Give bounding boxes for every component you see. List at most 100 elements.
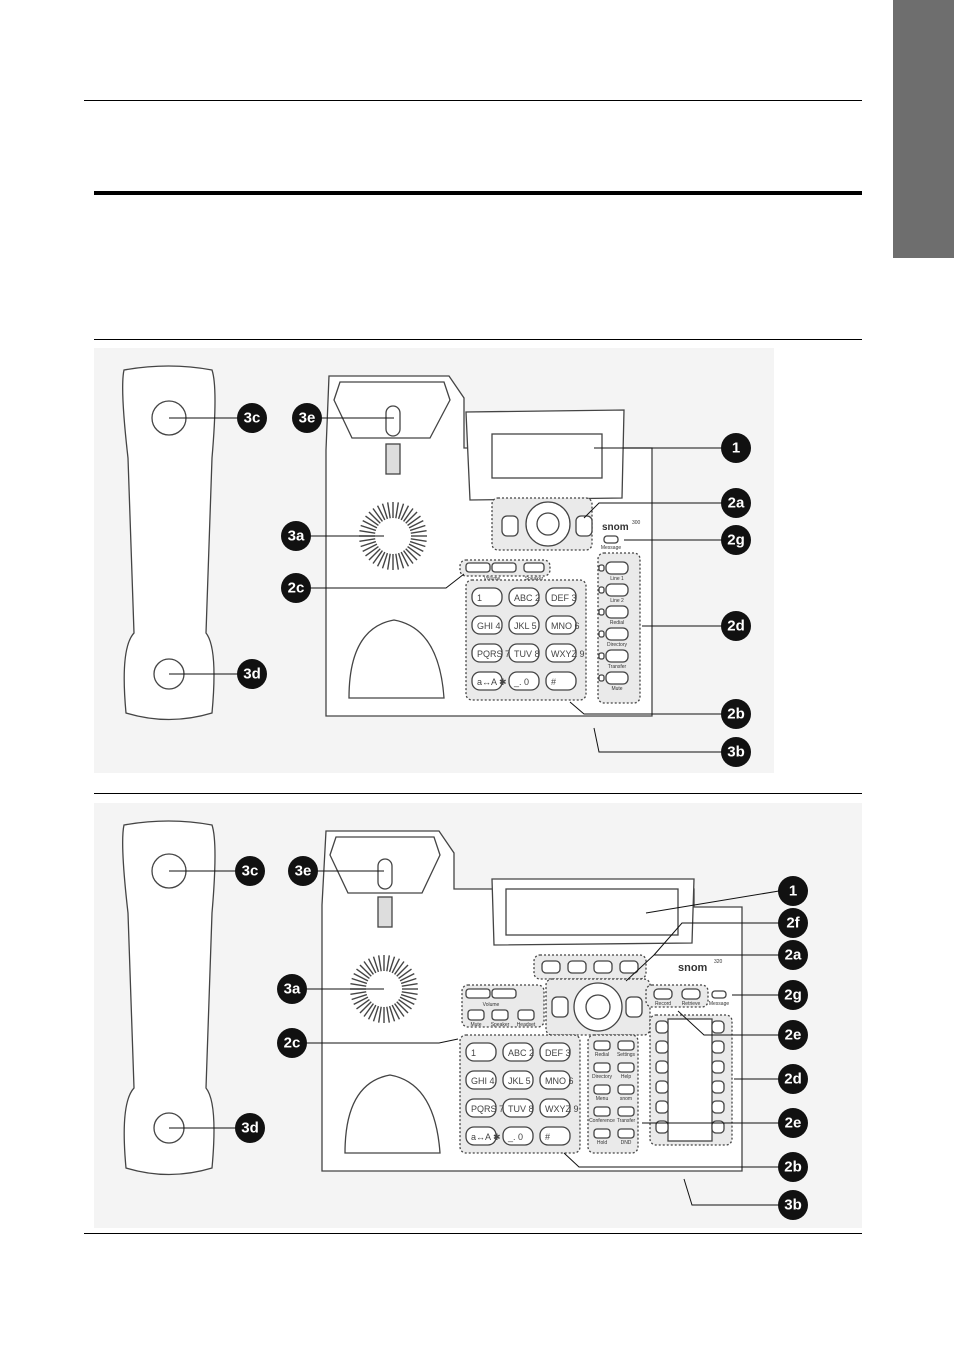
ok-key[interactable] bbox=[625, 996, 643, 1018]
cancel-key[interactable] bbox=[501, 515, 519, 537]
line-key-right[interactable] bbox=[711, 1040, 725, 1054]
svg-text:2b: 2b bbox=[727, 706, 745, 723]
keypad-key[interactable] bbox=[502, 1126, 534, 1146]
function-key-label: Directory bbox=[592, 1074, 613, 1080]
keypad-key[interactable] bbox=[539, 1126, 571, 1146]
keypad-key[interactable] bbox=[545, 643, 577, 663]
volume-up-key[interactable] bbox=[491, 988, 517, 999]
function-key-settings[interactable] bbox=[617, 1040, 635, 1051]
keypad-key[interactable] bbox=[508, 671, 540, 691]
keypad-key[interactable] bbox=[465, 1070, 497, 1090]
figure1-top-rule bbox=[94, 339, 862, 340]
softkey-3[interactable] bbox=[593, 960, 613, 974]
function-key-label: Help bbox=[621, 1074, 632, 1080]
keypad-panel bbox=[459, 1034, 581, 1154]
keypad-key[interactable] bbox=[539, 1098, 571, 1118]
callout-2g: 2g bbox=[721, 525, 751, 555]
function-key-mute[interactable] bbox=[605, 671, 629, 685]
callout-2a: 2a bbox=[778, 940, 808, 970]
keypad-key[interactable] bbox=[539, 1070, 571, 1090]
keypad-key[interactable] bbox=[502, 1098, 534, 1118]
function-key-conference[interactable] bbox=[593, 1106, 611, 1117]
keypad-key[interactable] bbox=[471, 615, 503, 635]
volume-down-key[interactable] bbox=[465, 562, 491, 573]
line-key-right[interactable] bbox=[711, 1100, 725, 1114]
svg-text:3b: 3b bbox=[727, 744, 745, 761]
keypad-key[interactable] bbox=[502, 1042, 534, 1062]
svg-text:3c: 3c bbox=[242, 863, 259, 880]
line-key-right[interactable] bbox=[711, 1020, 725, 1034]
header-rule-thin bbox=[84, 100, 862, 101]
function-key-line-2[interactable] bbox=[605, 583, 629, 597]
callout-2b: 2b bbox=[721, 699, 751, 729]
keypad-key[interactable] bbox=[471, 643, 503, 663]
function-key-label: Redial bbox=[610, 620, 624, 626]
line-key-left[interactable] bbox=[655, 1060, 669, 1074]
line-key-right[interactable] bbox=[711, 1060, 725, 1074]
softkey-4[interactable] bbox=[619, 960, 639, 974]
line-led bbox=[598, 586, 605, 594]
keypad-key[interactable] bbox=[508, 643, 540, 663]
line-key-left[interactable] bbox=[655, 1080, 669, 1094]
keypad-key-label: DEF 3 bbox=[545, 1048, 571, 1058]
function-key-directory[interactable] bbox=[605, 627, 629, 641]
keypad-key[interactable] bbox=[539, 1042, 571, 1062]
keypad-key[interactable] bbox=[465, 1126, 497, 1146]
line-key-left[interactable] bbox=[655, 1100, 669, 1114]
function-key-redial[interactable] bbox=[593, 1040, 611, 1051]
ok-key[interactable] bbox=[575, 515, 593, 537]
retrieve-key[interactable] bbox=[681, 988, 701, 1000]
function-key-line-1[interactable] bbox=[605, 561, 629, 575]
keypad-key[interactable] bbox=[545, 587, 577, 607]
keypad-key[interactable] bbox=[508, 615, 540, 635]
line-key-left[interactable] bbox=[655, 1120, 669, 1134]
volume-up-key[interactable] bbox=[491, 562, 517, 573]
keypad-key[interactable] bbox=[471, 587, 503, 607]
function-key-transfer[interactable] bbox=[617, 1106, 635, 1117]
function-key-directory[interactable] bbox=[593, 1062, 611, 1073]
keypad-key-label: GHI 4 bbox=[477, 621, 501, 631]
cancel-key[interactable] bbox=[551, 996, 569, 1018]
keypad-key-label: PQRS 7 bbox=[471, 1104, 504, 1114]
keypad-key-label: ABC 2 bbox=[514, 593, 540, 603]
function-key-help[interactable] bbox=[617, 1062, 635, 1073]
line-key-right[interactable] bbox=[711, 1120, 725, 1134]
keypad-key[interactable] bbox=[502, 1070, 534, 1090]
function-key-menu[interactable] bbox=[593, 1084, 611, 1095]
function-key-redial[interactable] bbox=[605, 605, 629, 619]
mute-key[interactable] bbox=[467, 1009, 485, 1021]
callout-3d: 3d bbox=[237, 659, 267, 689]
speaker-key[interactable] bbox=[523, 562, 545, 573]
keypad-key-label: WXYZ 9 bbox=[545, 1104, 579, 1114]
callout-3b: 3b bbox=[721, 737, 751, 767]
keypad-key[interactable] bbox=[508, 587, 540, 607]
keypad-key[interactable] bbox=[465, 1042, 497, 1062]
keypad-key-label: MNO 6 bbox=[545, 1076, 574, 1086]
softkey-2[interactable] bbox=[567, 960, 587, 974]
keypad-key[interactable] bbox=[545, 615, 577, 635]
callout-2c: 2c bbox=[281, 573, 311, 603]
callout-3a: 3a bbox=[277, 974, 307, 1004]
line-key-left[interactable] bbox=[655, 1020, 669, 1034]
callout-2f: 2f bbox=[778, 908, 808, 938]
function-key-snom[interactable] bbox=[617, 1084, 635, 1095]
keypad-key[interactable] bbox=[465, 1098, 497, 1118]
record-key[interactable] bbox=[653, 988, 673, 1000]
label-mute: Mute bbox=[470, 1022, 481, 1028]
function-key-dnd[interactable] bbox=[617, 1128, 635, 1139]
model-number: 300 bbox=[632, 520, 641, 526]
volume-down-key[interactable] bbox=[465, 988, 491, 999]
softkey-1[interactable] bbox=[541, 960, 561, 974]
function-key-hold[interactable] bbox=[593, 1128, 611, 1139]
keypad-key[interactable] bbox=[471, 671, 503, 691]
keypad-key[interactable] bbox=[545, 671, 577, 691]
callout-1: 1 bbox=[778, 876, 808, 906]
function-key-transfer[interactable] bbox=[605, 649, 629, 663]
callout-2a: 2a bbox=[721, 488, 751, 518]
headset-key[interactable] bbox=[517, 1009, 535, 1021]
line-key-right[interactable] bbox=[711, 1080, 725, 1094]
speaker-key[interactable] bbox=[491, 1009, 509, 1021]
line-key-left[interactable] bbox=[655, 1040, 669, 1054]
